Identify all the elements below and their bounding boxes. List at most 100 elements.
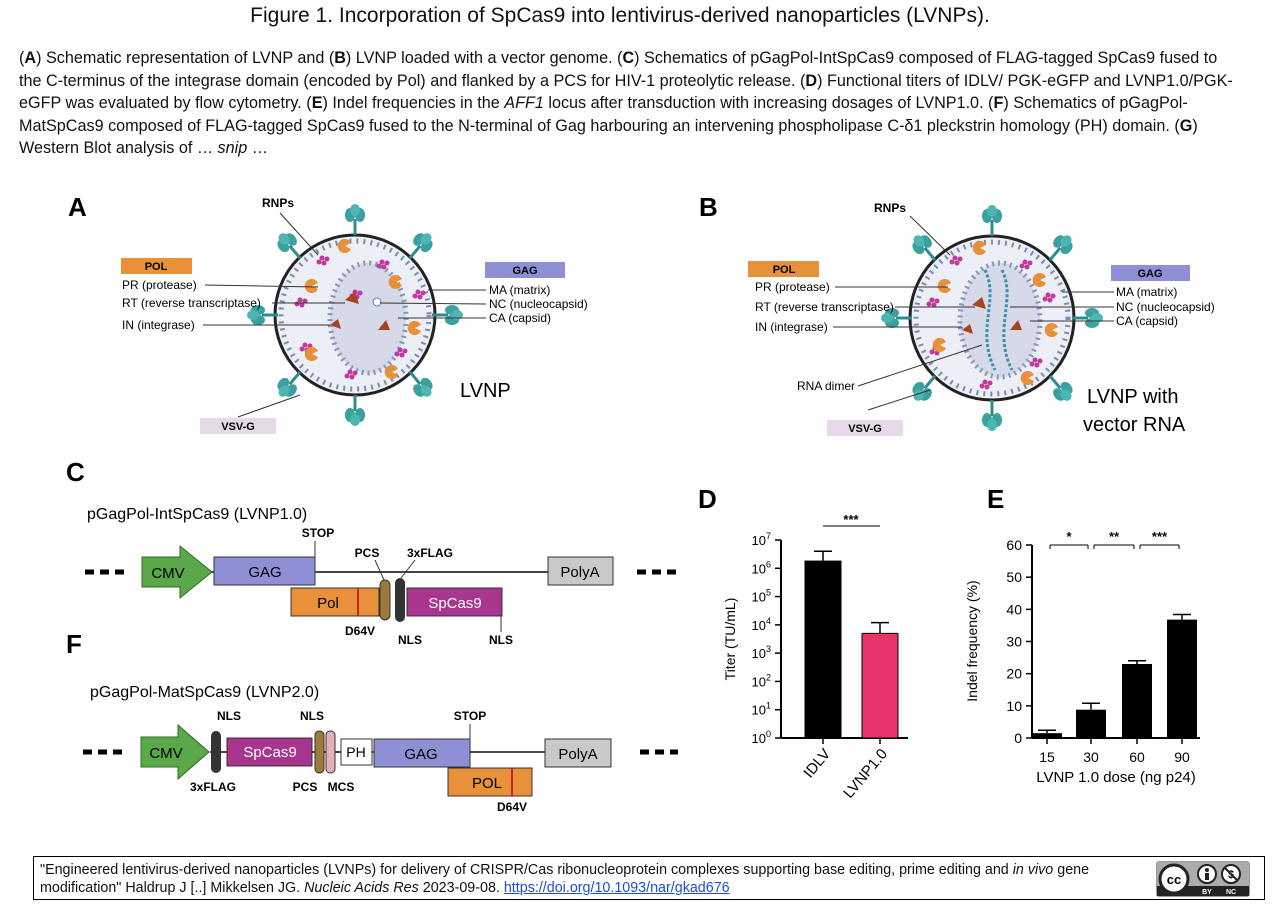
caption-segment: ) Western Blot analysis of …: [19, 116, 1198, 158]
figure-panels: A: [66, 192, 1215, 814]
caption-segment: F: [993, 94, 1004, 113]
x-tick-label-e: 60: [1129, 749, 1145, 765]
nls2-label-c: NLS: [489, 633, 513, 647]
rnps-label-a: RNPs: [262, 196, 294, 210]
nls2-label-f: NLS: [300, 709, 324, 723]
caption-segment: G: [1179, 116, 1193, 135]
pol-gene-c: [290, 587, 380, 617]
sig-label-d: ***: [843, 512, 859, 527]
gag-gene-c: [213, 556, 316, 586]
citation-part-3: 2023-09-08.: [418, 880, 504, 896]
stop-label-f: STOP: [454, 709, 486, 723]
citation-box: "Engineered lentivirus-derived nanoparti…: [33, 856, 1265, 900]
y-axis-label-e: Indel frequency (%): [964, 580, 980, 701]
cc-license-badge: cc $ BY NC: [1156, 861, 1250, 897]
pol-box-b: [748, 261, 819, 277]
pol-label-c: Pol: [317, 595, 339, 612]
flag-element-c: [395, 578, 405, 622]
spcas9-gene-f: [226, 737, 313, 767]
vsvg-box-b: [827, 420, 903, 436]
bar-e-15: [1032, 733, 1062, 738]
y-tick-label-d: 100: [752, 729, 771, 746]
citation-part-2: gene modification" Haldrup J [..] Mikkel…: [40, 862, 1090, 896]
pcs-element-c: [379, 579, 391, 621]
doi-link[interactable]: https://doi.org/10.1093/nar/gkad676: [503, 880, 730, 896]
polya-label-f: PolyA: [558, 746, 597, 763]
vsvg-box-a: [200, 418, 276, 434]
cmv-label-c: CMV: [151, 565, 184, 582]
caption-segment: E: [311, 94, 323, 113]
y-tick-label-d: 104: [752, 616, 771, 633]
d64v-label-c: D64V: [345, 624, 375, 638]
y-tick-label-e: 20: [1006, 666, 1022, 682]
nc-label-a: NC (nucleocapsid): [489, 297, 588, 311]
x-tick-label-d: IDLV: [800, 746, 834, 782]
ma-label-a: MA (matrix): [489, 283, 550, 297]
nc-label-b: NC (nucleocapsid): [1116, 300, 1215, 314]
pol-label-a: POL: [145, 261, 168, 273]
spcas9-label-c: SpCas9: [428, 595, 481, 612]
caption-segment: D: [805, 71, 818, 90]
ph-domain-f: [340, 738, 373, 766]
in-label-a: IN (integrase): [122, 318, 195, 332]
y-tick-label-e: 40: [1006, 601, 1022, 617]
x-tick-label-e: 15: [1039, 749, 1055, 765]
caption-segment: locus after transduction with increasing…: [543, 94, 994, 113]
citation-part-1: "Engineered lentivirus-derived nanoparti…: [40, 862, 1013, 878]
caption-segment: C: [622, 49, 635, 67]
ph-label-f: PH: [346, 744, 365, 760]
ma-label-b: MA (matrix): [1116, 285, 1177, 299]
pr-label-a: PR (protease): [122, 278, 197, 292]
caption-segment: ) Indel frequencies in the: [322, 94, 505, 113]
y-tick-label-e: 10: [1006, 698, 1022, 714]
nls1-label-c: NLS: [398, 633, 422, 647]
y-tick-label-d: 106: [752, 559, 771, 576]
bar-d-lvnp10: [861, 632, 899, 739]
panel-d-letter: D: [698, 484, 717, 514]
figure-caption: (A) Schematic representation of LVNP and…: [19, 47, 1244, 160]
stop-label-c: STOP: [302, 526, 334, 540]
y-tick-label-d: 102: [752, 672, 771, 689]
gag-label-a: GAG: [512, 265, 537, 277]
caption-segment: ) Schematic representation of LVNP and (: [36, 49, 335, 67]
y-tick-label-d: 101: [752, 701, 771, 718]
mcs-element-f: [325, 730, 336, 774]
gag-gene-f: [373, 738, 471, 768]
cmv-promoter-f: [140, 723, 210, 781]
panel-e-letter: E: [987, 484, 1004, 514]
lvnp-name-a: LVNP: [460, 380, 511, 402]
bar-e-30: [1076, 709, 1106, 738]
flag-label-c: 3xFLAG: [407, 546, 453, 560]
caption-segment: A: [24, 49, 37, 67]
y-tick-label-e: 30: [1006, 634, 1022, 650]
cc-nc-text: NC: [1226, 889, 1236, 896]
panel-a: A: [68, 192, 588, 434]
citation-text: "Engineered lentivirus-derived nanoparti…: [40, 861, 1150, 897]
pol-label-f: POL: [472, 775, 502, 792]
y-tick-label-d: 103: [752, 644, 771, 661]
caption-segment: ) Schematics of pGagPol-MatSpCas9 compos…: [19, 94, 1188, 135]
citation-italic: in vivo: [1012, 862, 1054, 878]
flag-element-f: [211, 731, 221, 773]
panel-c: C pGagPol-IntSpCas9 (LVNP1.0) CMV GAG ST…: [66, 457, 676, 647]
gag-label-c: GAG: [248, 564, 281, 581]
cc-by-text: BY: [1202, 889, 1212, 896]
pr-label-b: PR (protease): [755, 280, 830, 294]
gag-box-b: [1111, 265, 1190, 281]
rnps-label-b: RNPs: [874, 201, 906, 215]
polya-c: [547, 556, 614, 586]
pol-box-a: [121, 258, 192, 274]
panel-b: B: [699, 192, 1215, 436]
y-tick-label-d: 105: [752, 588, 771, 605]
d64v-label-f: D64V: [497, 800, 527, 814]
nls1-label-f: NLS: [217, 709, 241, 723]
y-tick-label-e: 0: [1014, 730, 1022, 746]
panel-f: F pGagPol-MatSpCas9 (LVNP2.0) CMV NLS 3x…: [66, 629, 678, 814]
x-tick-label-e: 90: [1174, 749, 1190, 765]
cmv-label-f: CMV: [149, 745, 182, 762]
lvnp-virion-a: [245, 202, 465, 428]
y-tick-label-d: 107: [752, 531, 771, 548]
gag-label-f: GAG: [404, 746, 437, 763]
cmv-promoter-c: [141, 544, 213, 600]
